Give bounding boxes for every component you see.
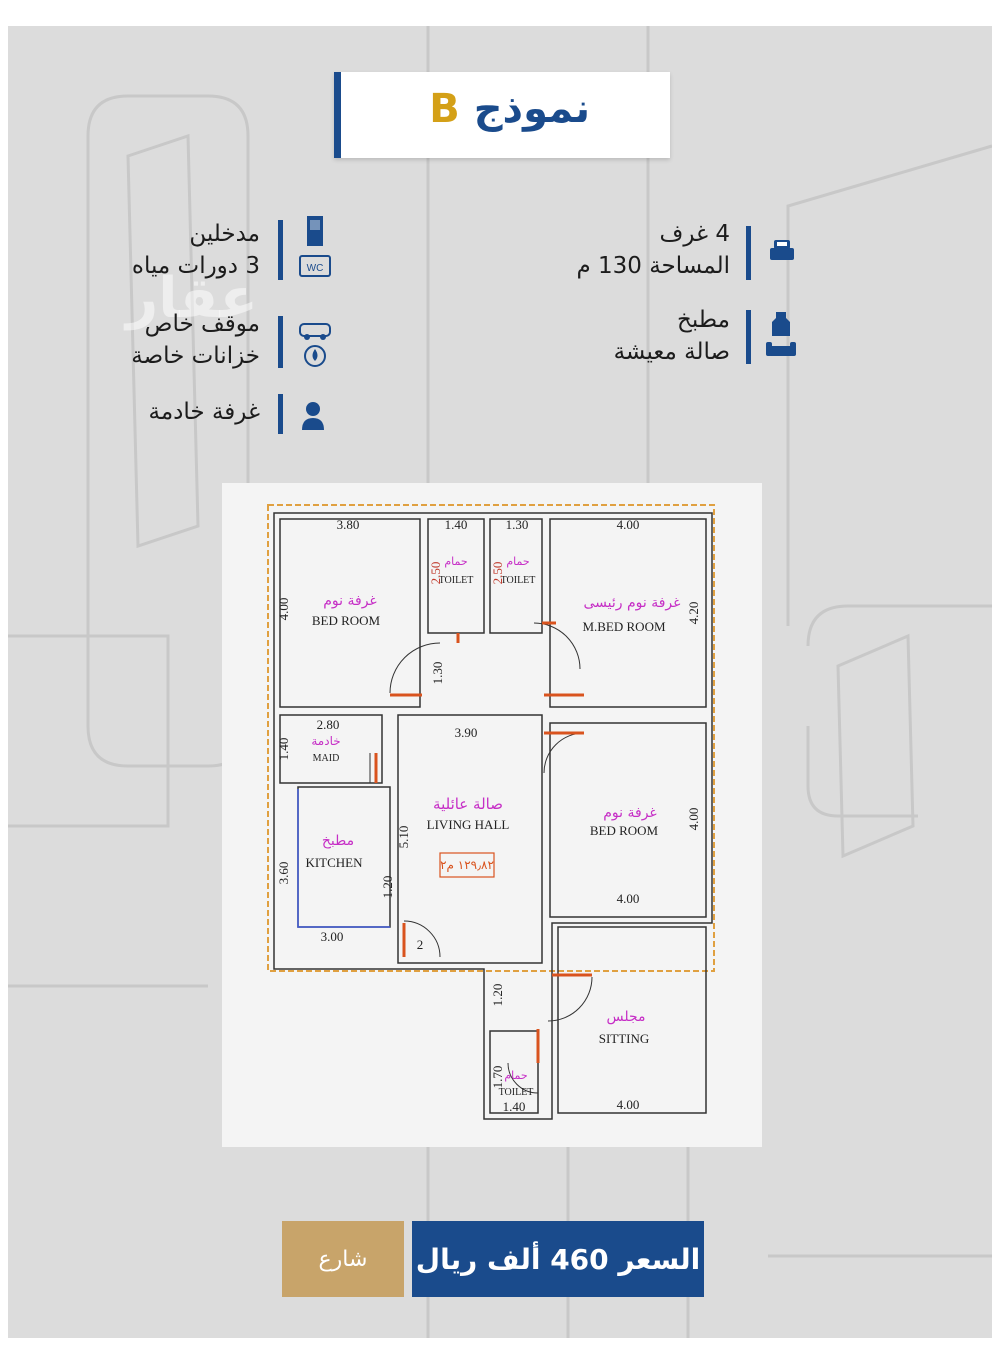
feature-living: صالة معيشة — [613, 339, 730, 365]
street-button[interactable]: شارع — [282, 1221, 404, 1297]
room-master-ar: غرفة نوم رئيسى — [584, 595, 681, 611]
feature-kitchen-living: مطبخ صالة معيشة — [430, 304, 730, 368]
dim-label: 3.00 — [321, 929, 344, 944]
room-living-ar: صالة عائلية — [433, 795, 503, 813]
room-bed-left-en: BED ROOM — [312, 613, 381, 628]
feature-tanks: خزانات خاصة — [131, 343, 260, 369]
dim-label: 1.40 — [276, 738, 291, 761]
room-maid-ar: خادمة — [311, 734, 340, 748]
feature-rooms-count: 4 غرف — [659, 221, 730, 247]
dim-label: 1.30 — [430, 662, 445, 685]
price-button[interactable]: السعر 460 ألف ريال — [412, 1221, 704, 1297]
room-sitting-en: SITTING — [599, 1031, 650, 1046]
room-bed-right-ar: غرفة نوم — [603, 805, 657, 821]
feature-entrances: مدخلين 3 دورات مياه — [10, 218, 260, 282]
model-title-letter: B — [429, 86, 460, 132]
person-icon — [302, 402, 324, 430]
bed-icon — [770, 240, 794, 260]
room-toilet-c-en: TOILET — [499, 1087, 534, 1098]
dim-label: 1.20 — [490, 984, 505, 1007]
feature-divider — [278, 316, 283, 368]
dim-label: 2 — [417, 937, 424, 952]
door-wc-icon: WC — [299, 216, 331, 277]
room-sitting-ar: مجلس — [606, 1009, 645, 1025]
dim-label: 4.20 — [686, 602, 701, 625]
room-toilet-b-ar: حمام — [506, 555, 529, 568]
dim-label: 4.00 — [276, 598, 291, 621]
room-master-en: M.BED ROOM — [582, 619, 666, 634]
dim-label: 2.50 — [490, 562, 505, 585]
dim-label: 4.00 — [617, 891, 640, 906]
dim-label: 3.90 — [455, 725, 478, 740]
model-title: نموذج B — [429, 86, 590, 132]
feature-divider — [746, 226, 751, 280]
feature-parking-tanks: موقف خاص خزانات خاصة — [10, 308, 260, 372]
room-kitchen-ar: مطبخ — [322, 833, 354, 849]
dim-label: 1.70 — [490, 1066, 505, 1089]
dim-label: 1.40 — [503, 1099, 526, 1114]
feature-maid: غرفة خادمة — [10, 396, 260, 428]
dim-label: 1.40 — [445, 517, 468, 532]
feature-area: المساحة 130 م — [576, 253, 730, 279]
dim-label: 3.80 — [337, 517, 360, 532]
model-title-prefix: نموذج — [473, 86, 590, 132]
kitchen-counter — [297, 789, 390, 928]
floor-plan-drawing: غرفة نوم BED ROOM حمام TOILET حمام TOILE… — [267, 504, 715, 1120]
door-markers — [374, 621, 592, 1063]
title-accent-bar — [334, 72, 341, 158]
kitchen-sofa-icon — [766, 312, 796, 356]
room-living-en: LIVING HALL — [427, 817, 510, 832]
feature-kitchen: مطبخ — [677, 307, 730, 333]
car-tank-icon — [299, 323, 331, 367]
feature-parking: موقف خاص — [144, 311, 260, 337]
brochure-panel: عقار نموذج B 4 غرف المساحة 130 م مطبخ صا… — [8, 26, 992, 1338]
dim-label: 1.30 — [506, 517, 529, 532]
watermark-text: عقار — [126, 266, 258, 331]
dim-label: 4.00 — [686, 808, 701, 831]
floor-plan: غرفة نوم BED ROOM حمام TOILET حمام TOILE… — [222, 483, 762, 1147]
dim-label: 1.20 — [380, 876, 395, 899]
dim-label: 5.10 — [396, 826, 411, 849]
feature-divider — [278, 394, 283, 434]
room-toilet-c-ar: حمام — [504, 1069, 527, 1082]
dim-label: 2.50 — [428, 562, 443, 585]
feature-divider — [278, 220, 283, 280]
feature-wc-count: 3 دورات مياه — [131, 253, 260, 279]
room-living-area: ١٢٩٫٨٢ م٢ — [440, 858, 494, 872]
room-toilet-b-en: TOILET — [501, 575, 536, 586]
dim-label: 4.00 — [617, 517, 640, 532]
room-bed-left-ar: غرفة نوم — [323, 593, 377, 609]
dim-label: 4.00 — [617, 1097, 640, 1112]
model-title-card: نموذج B — [334, 72, 670, 158]
walls — [273, 512, 713, 1120]
room-toilet-a-ar: حمام — [444, 555, 467, 568]
area-box — [439, 852, 495, 878]
dim-label: 2.80 — [317, 717, 340, 732]
feature-rooms: 4 غرف المساحة 130 م — [430, 218, 730, 282]
room-maid-en: MAID — [313, 753, 340, 764]
feature-entrances-count: مدخلين — [189, 221, 260, 247]
feature-divider — [746, 310, 751, 364]
room-toilet-a-en: TOILET — [439, 575, 474, 586]
feature-maid-room: غرفة خادمة — [148, 399, 260, 425]
dim-label: 3.60 — [276, 862, 291, 885]
room-bed-right-en: BED ROOM — [590, 823, 659, 838]
svg-text:WC: WC — [307, 263, 324, 274]
plot-boundary — [267, 504, 715, 972]
room-kitchen-en: KITCHEN — [305, 855, 363, 870]
